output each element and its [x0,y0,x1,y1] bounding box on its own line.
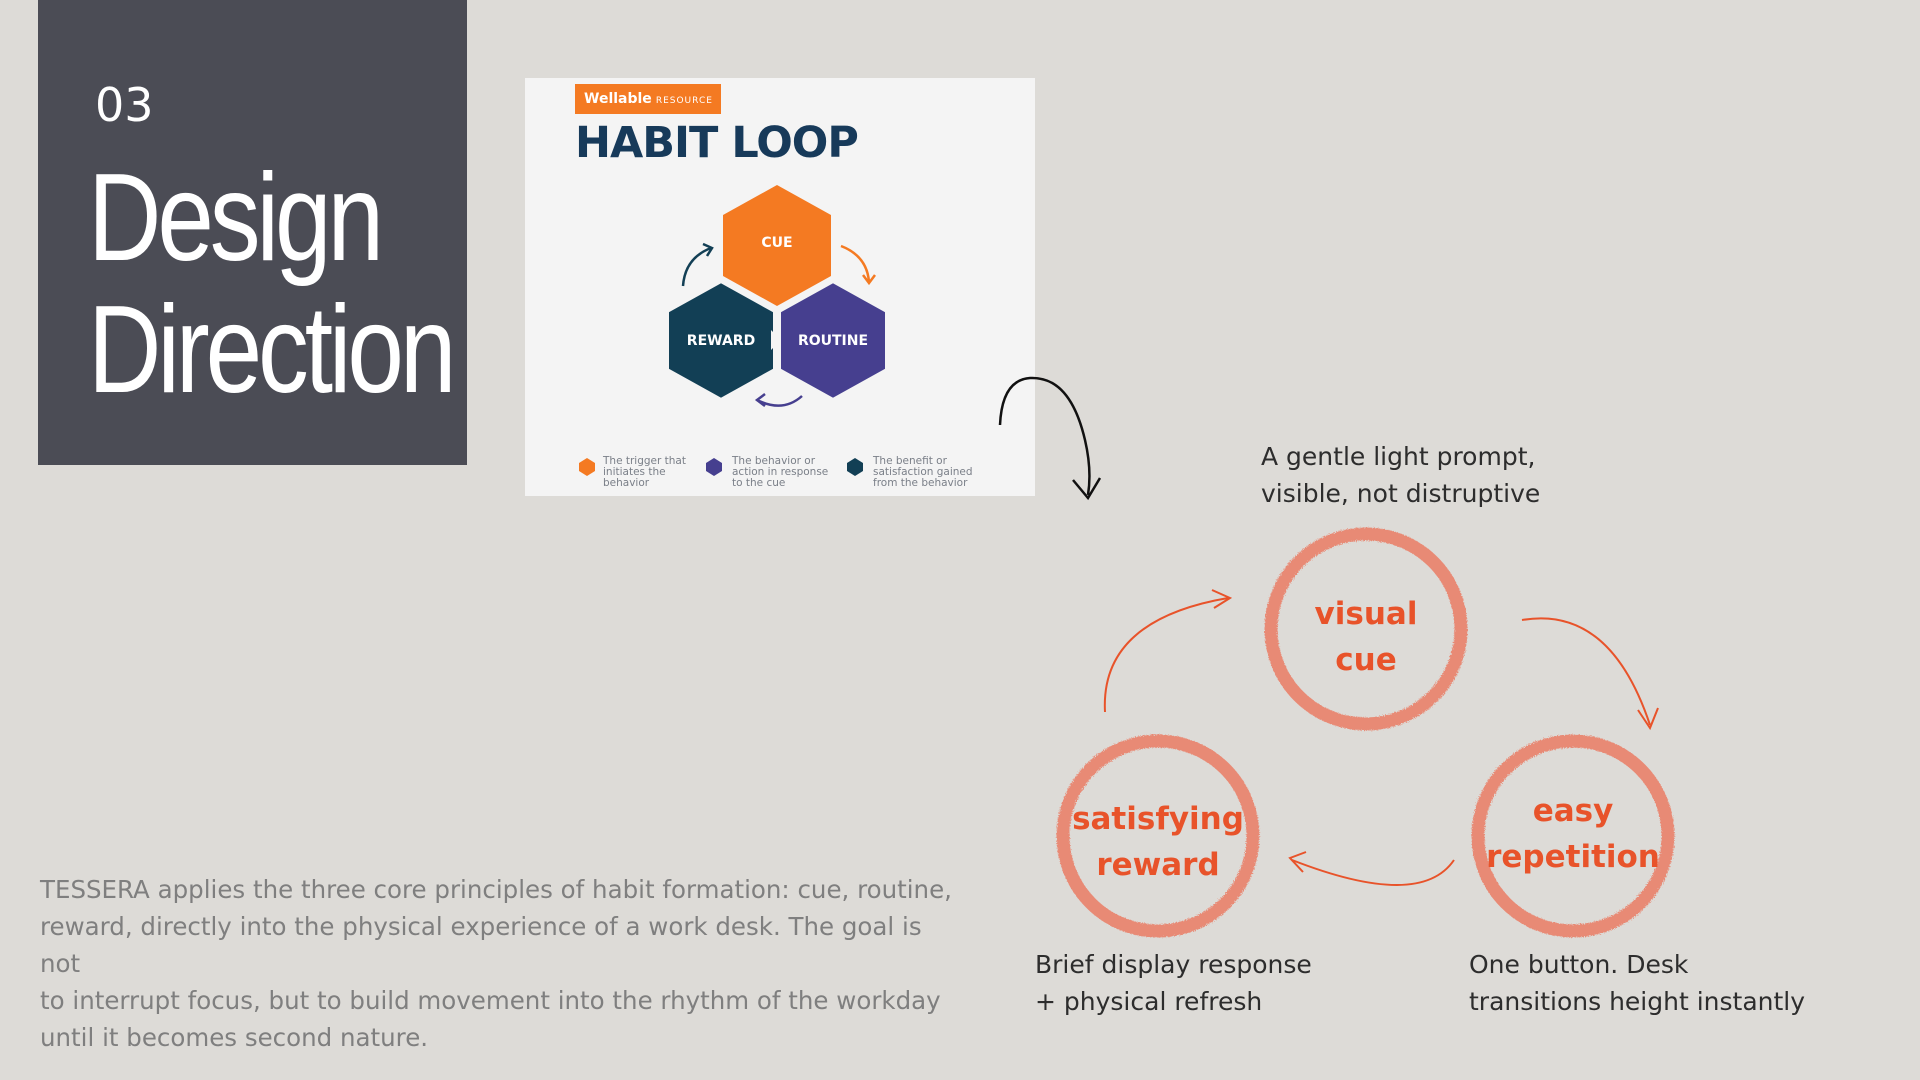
body-line-2: reward, directly into the physical exper… [40,912,922,978]
brand-name: Wellable [584,91,652,107]
left-caption: Brief display response + physical refres… [1035,946,1312,1020]
title-block [38,0,467,465]
label-satisfying-reward-line-2: reward [1096,847,1220,883]
body-line-3: to interrupt focus, but to build movemen… [40,986,941,1015]
title-line-1: Design [88,149,384,287]
legend-dot-cue [579,458,595,476]
arrow-repetition-to-reward [1291,859,1455,886]
right-caption-line-1: One button. Desk [1469,950,1689,979]
arrow-reward-to-cue [1103,597,1229,713]
body-paragraph: TESSERA applies the three core principle… [40,871,960,1056]
brand-sub: RESOURCE [655,96,713,106]
label-satisfying-reward-line-1: satisfying [1072,801,1244,837]
legend-dot-routine [706,458,722,476]
habit-loop-title: HABIT LOOP [575,118,859,168]
top-caption: A gentle light prompt, visible, not dist… [1261,438,1540,512]
body-line-1: TESSERA applies the three core principle… [40,875,952,904]
left-caption-line-1: Brief display response [1035,950,1312,979]
legend-routine-text: The behavior or action in response to th… [732,455,829,489]
legend-cue-text: The trigger that initiates the behavior [603,455,686,489]
body-line-4: until it becomes second nature. [40,1023,429,1052]
label-visual-cue-line-2: cue [1335,642,1397,678]
top-caption-line-2: visible, not distruptive [1261,479,1541,508]
top-caption-line-1: A gentle light prompt, [1261,442,1536,471]
arrow-reward-to-cue [681,246,712,287]
reward-hexagon [665,278,777,403]
label-easy-repetition: easy repetition [1473,788,1673,880]
arrow-cue-to-repetition [1521,617,1651,726]
ring-satisfying-reward [1056,734,1260,938]
arrow-cue-to-routine [840,244,871,283]
label-easy-repetition-line-1: easy [1532,793,1614,829]
habit-loop-hexagons: CUE REWARD ROUTINE [579,185,889,476]
label-visual-cue: visual cue [1266,591,1466,683]
connector-arrow-head [1072,477,1102,501]
section-number: 03 [95,78,154,132]
label-easy-repetition-line-2: repetition [1486,839,1660,875]
ring-easy-repetition [1471,734,1675,938]
hex-label-reward: REWARD [687,333,755,349]
hex-notch [771,330,781,350]
title-line-2: Direction [88,281,456,419]
hex-label-routine: ROUTINE [798,333,868,349]
left-caption-line-2: + physical refresh [1035,987,1263,1016]
cue-hexagon [723,185,831,306]
label-satisfying-reward: satisfying reward [1058,796,1258,888]
hex-label-cue: CUE [761,235,792,251]
right-caption-line-2: transitions height instantly [1469,987,1806,1016]
right-caption: One button. Desk transitions height inst… [1469,946,1805,1020]
legend-reward-text: The benefit or satisfaction gained from … [873,455,973,489]
legend-dot-reward [847,458,863,476]
connector-arrow [998,376,1091,496]
ring-visual-cue [1264,527,1468,731]
routine-hexagon [777,278,889,403]
label-visual-cue-line-1: visual [1314,596,1418,632]
